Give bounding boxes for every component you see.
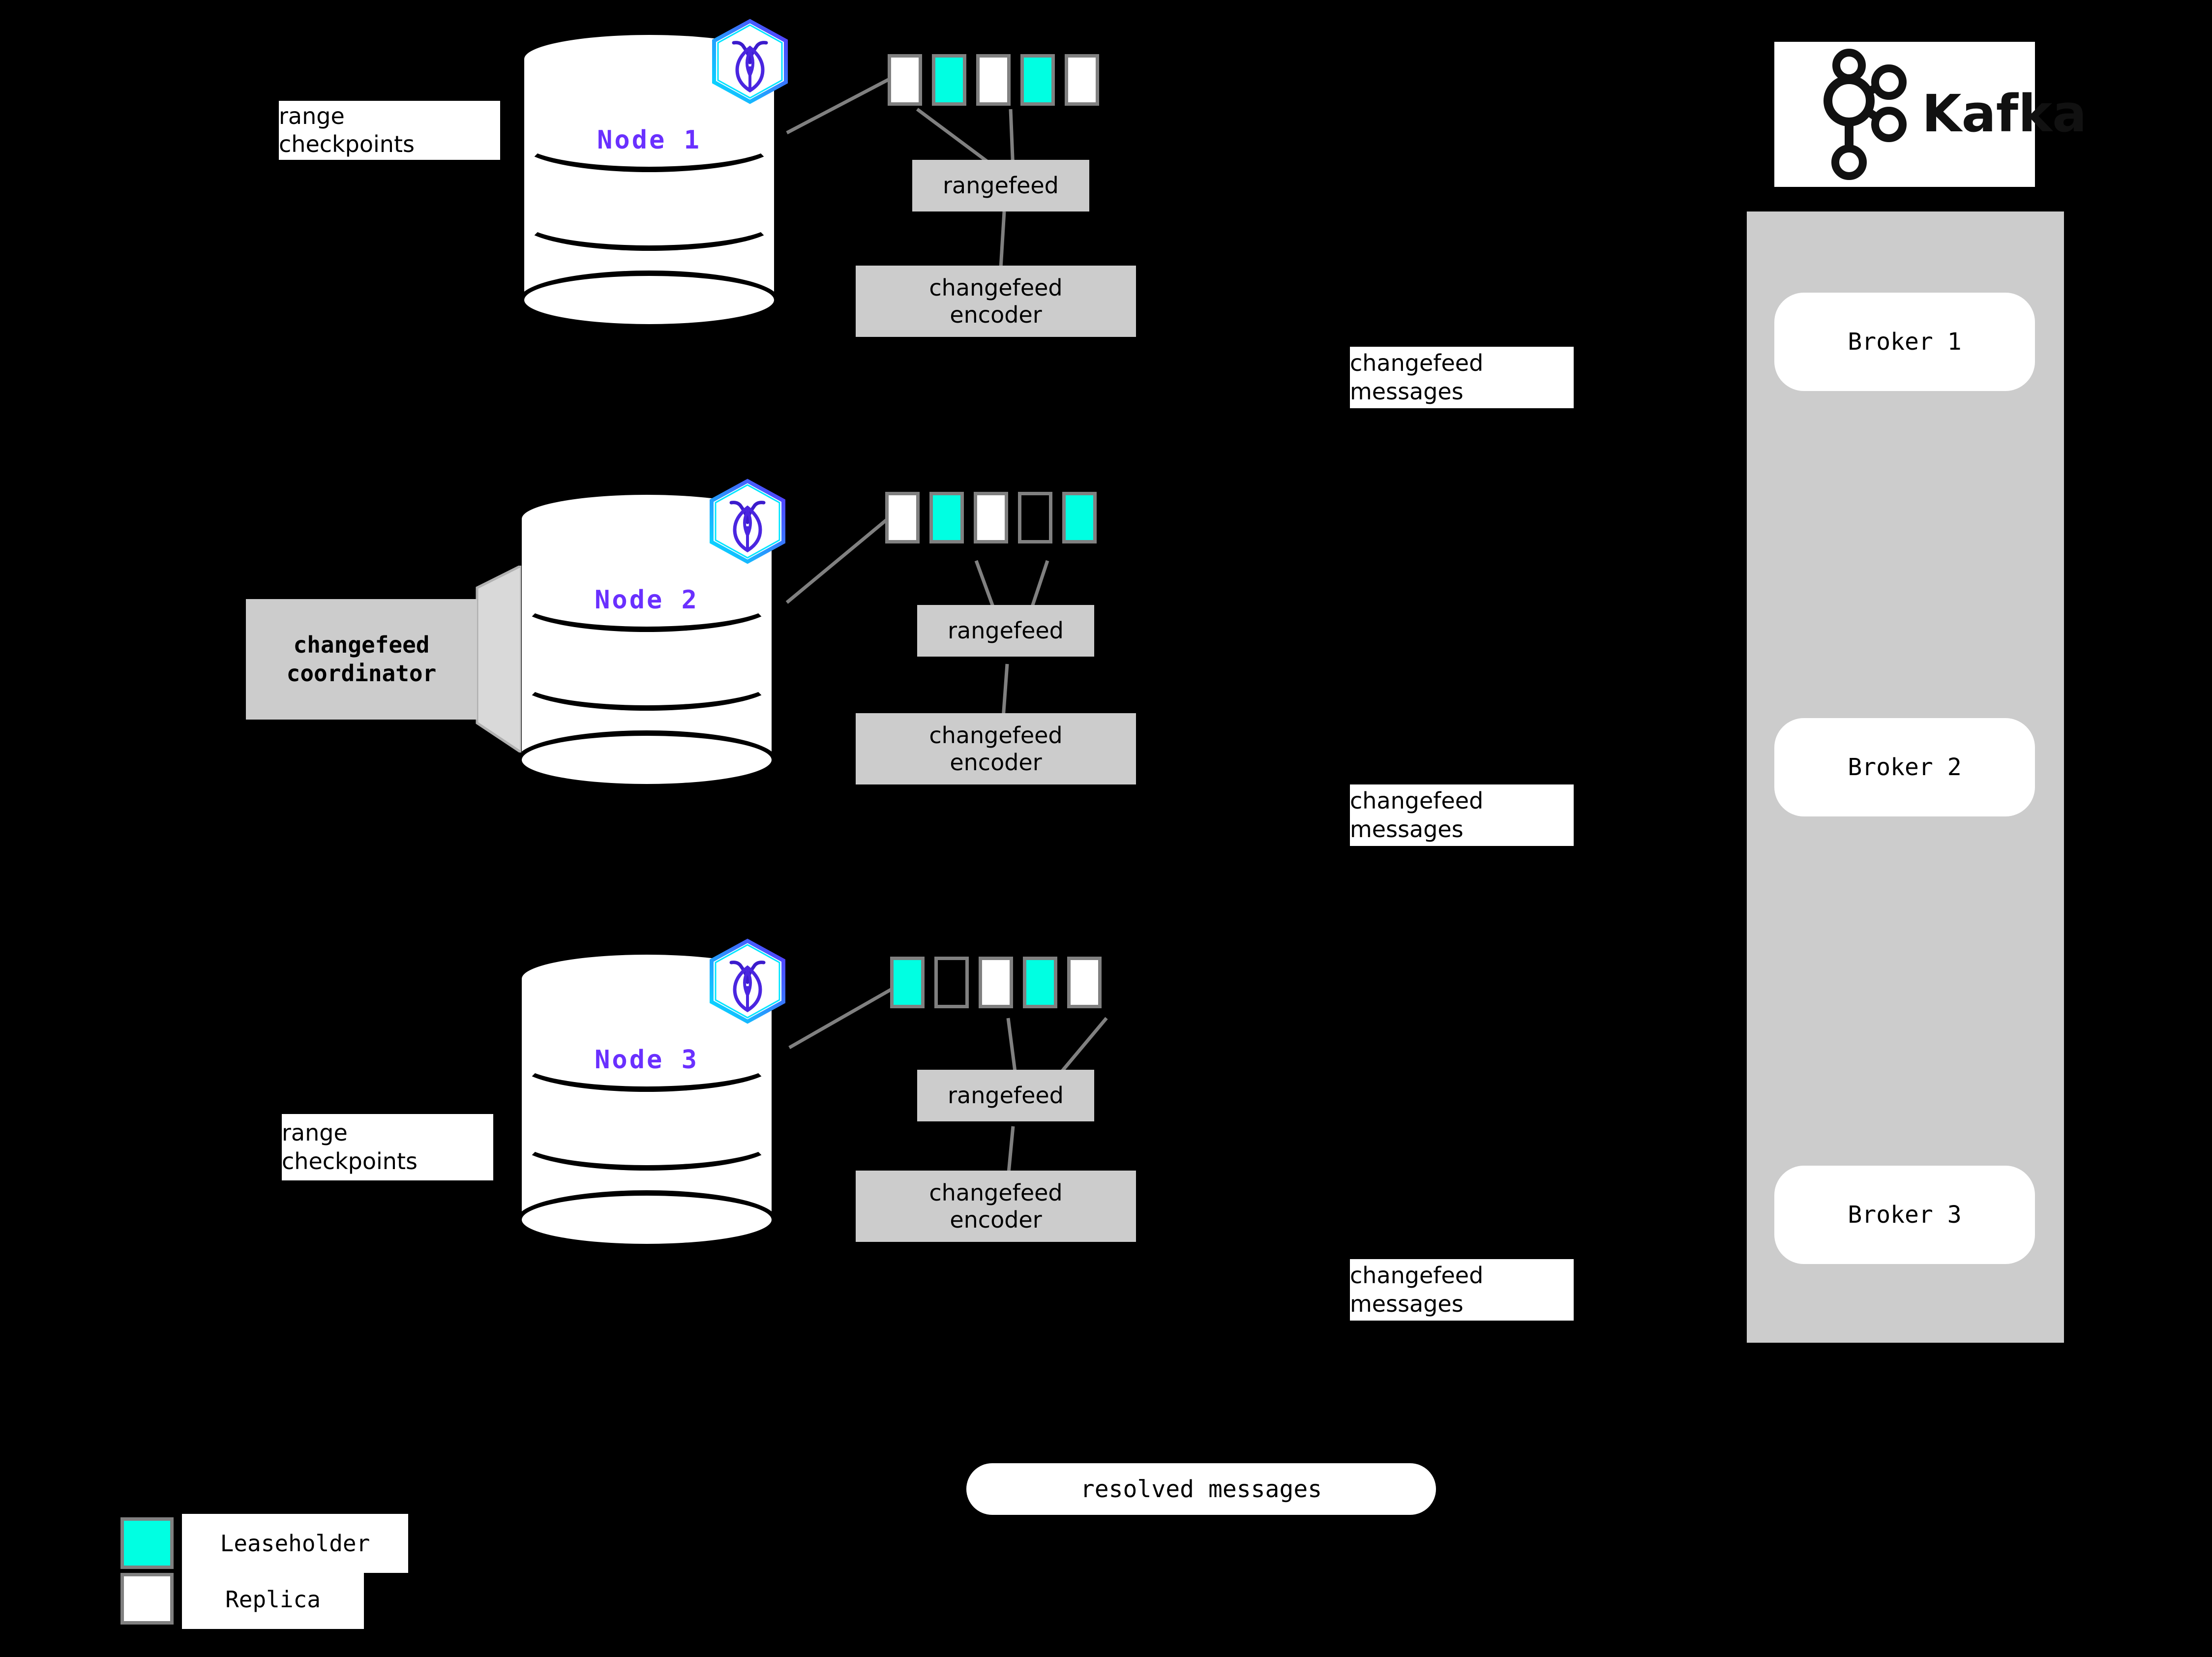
range-box[interactable] — [890, 957, 925, 1008]
cylinder-bottom — [516, 1190, 777, 1249]
cylinder-body — [516, 979, 777, 1220]
encoder-line-1: changefeed — [929, 274, 1063, 301]
node-3-range-checkpoints-label: range checkpoints — [282, 1114, 493, 1180]
coordinator-line-1: changefeed — [293, 632, 430, 658]
range-box[interactable] — [885, 492, 920, 543]
range-box[interactable] — [1062, 492, 1097, 543]
label-line-1: changefeed — [1350, 350, 1484, 376]
changefeed-coordinator-plate: changefeed coordinator — [246, 599, 477, 720]
range-box[interactable] — [934, 957, 969, 1008]
cylinder-seam-1 — [516, 573, 777, 632]
range-box[interactable] — [979, 957, 1013, 1008]
changefeed-messages-label-3: changefeed messages — [1350, 1259, 1574, 1321]
changefeed-messages-label-2: changefeed messages — [1350, 784, 1574, 846]
changefeed-coordinator[interactable]: changefeed coordinator — [246, 566, 521, 753]
kafka-logo-panel: Kafka — [1774, 42, 2087, 187]
cockroachdb-logo-icon — [706, 477, 789, 566]
node-3-rangefeed-box[interactable]: rangefeed — [917, 1070, 1094, 1121]
cylinder-bottom — [516, 730, 777, 789]
node-1-label: Node 1 — [597, 125, 701, 155]
range-box[interactable] — [1023, 957, 1057, 1008]
encoder-line-2: encoder — [950, 301, 1042, 328]
label-line-1: changefeed — [1350, 1262, 1484, 1289]
range-box[interactable] — [974, 492, 1008, 543]
label-line-1: changefeed — [1350, 787, 1484, 814]
coordinator-line-2: coordinator — [286, 660, 437, 687]
node-2-label: Node 2 — [595, 585, 699, 615]
range-box[interactable] — [976, 54, 1011, 106]
legend-swatch-leaseholder — [120, 1517, 174, 1569]
label-line-2: checkpoints — [279, 131, 415, 157]
cylinder-seam-2 — [516, 1112, 777, 1171]
encoder-line-2: encoder — [950, 1206, 1042, 1233]
node-1-rangefeed-box[interactable]: rangefeed — [912, 160, 1089, 211]
range-box[interactable] — [888, 54, 922, 106]
cylinder-seam-2 — [519, 192, 779, 251]
cockroachdb-logo-icon — [708, 17, 792, 106]
kafka-wordmark: Kafka — [1922, 84, 2087, 144]
node-2-rangefeed-box[interactable]: rangefeed — [917, 605, 1094, 657]
legend-label-leaseholder: Leaseholder — [182, 1514, 408, 1573]
node-3-changefeed-encoder-box[interactable]: changefeed encoder — [856, 1171, 1136, 1242]
cylinder-seam-2 — [516, 652, 777, 711]
node-1-ranges — [888, 54, 1099, 106]
node-3-ranges — [890, 957, 1102, 1008]
range-box[interactable] — [1020, 54, 1055, 106]
encoder-line-2: encoder — [950, 749, 1042, 776]
range-box[interactable] — [1065, 54, 1099, 106]
node-2-changefeed-encoder-box[interactable]: changefeed encoder — [856, 713, 1136, 784]
node-3-cylinder: Node 3 — [516, 949, 777, 1249]
cylinder-seam-1 — [516, 1033, 777, 1092]
broker-2[interactable]: Broker 2 — [1774, 718, 2035, 816]
node-2-ranges — [885, 492, 1097, 543]
cockroachdb-logo-icon — [706, 937, 789, 1025]
range-box[interactable] — [1067, 957, 1102, 1008]
range-box[interactable] — [1018, 492, 1052, 543]
range-box[interactable] — [929, 492, 964, 543]
legend-label-replica: Replica — [182, 1570, 364, 1629]
legend-swatch-replica — [120, 1573, 174, 1625]
node-1-changefeed-encoder-box[interactable]: changefeed encoder — [856, 266, 1136, 337]
cylinder-body — [519, 59, 779, 300]
cylinder-seam-1 — [519, 113, 779, 172]
encoder-line-1: changefeed — [929, 1179, 1063, 1206]
range-box[interactable] — [932, 54, 966, 106]
node-1-range-checkpoints-label: range checkpoints — [279, 101, 500, 160]
label-line-2: checkpoints — [282, 1147, 418, 1175]
label-line-1: range — [279, 102, 345, 129]
label-line-2: messages — [1350, 1290, 1464, 1317]
cylinder-body — [516, 519, 777, 760]
broker-1[interactable]: Broker 1 — [1774, 293, 2035, 391]
label-line-1: range — [282, 1119, 348, 1146]
broker-3[interactable]: Broker 3 — [1774, 1166, 2035, 1264]
changefeed-messages-label-1: changefeed messages — [1350, 347, 1574, 408]
node-1-cylinder: Node 1 — [519, 30, 779, 330]
node-2-cylinder: Node 2 — [516, 489, 777, 789]
encoder-line-1: changefeed — [929, 722, 1063, 749]
cylinder-bottom — [519, 271, 779, 330]
node-3-label: Node 3 — [595, 1045, 699, 1075]
label-line-2: messages — [1350, 815, 1464, 843]
resolved-messages-pill[interactable]: resolved messages — [966, 1463, 1436, 1515]
kafka-icon — [1823, 49, 1907, 180]
label-line-2: messages — [1350, 378, 1464, 405]
